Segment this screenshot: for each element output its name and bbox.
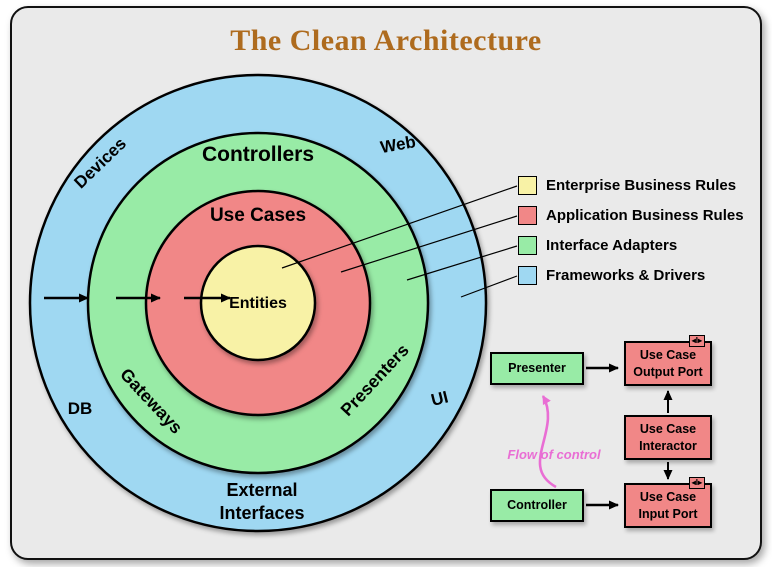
legend-connector-adapters	[406, 245, 518, 281]
flow-box-controller: Controller	[490, 489, 584, 522]
flow-box-input-line1: Use Case	[639, 490, 697, 505]
flow-box-presenter: Presenter	[490, 352, 584, 385]
interface-marker-icon: ◂I▸	[688, 335, 705, 347]
label-db: DB	[68, 399, 93, 418]
legend-label-frameworks: Frameworks & Drivers	[546, 267, 706, 284]
legend-item-enterprise: Enterprise Business Rules	[518, 176, 744, 195]
legend-swatch-enterprise-icon	[518, 176, 537, 195]
flow-box-output-line2: Output Port	[633, 364, 703, 379]
label-entities: Entities	[229, 295, 287, 312]
label-controllers: Controllers	[202, 143, 314, 166]
label-ui: UI	[429, 387, 450, 410]
flow-box-controller-label: Controller	[507, 498, 567, 513]
flow-box-output-line1: Use Case	[639, 348, 697, 363]
legend: Enterprise Business Rules Application Bu…	[518, 176, 744, 296]
circle-enterprise-business-rules	[199, 244, 317, 362]
legend-swatch-frameworks-icon	[518, 266, 537, 285]
flow-of-control-label: Flow of control	[507, 447, 601, 462]
legend-item-application: Application Business Rules	[518, 206, 744, 225]
legend-swatch-adapters-icon	[518, 236, 537, 255]
flow-box-presenter-label: Presenter	[508, 361, 566, 376]
legend-label-enterprise: Enterprise Business Rules	[546, 177, 737, 194]
legend-swatch-application-icon	[518, 206, 537, 225]
flow-box-interactor-line2: Interactor	[639, 438, 697, 453]
legend-connector-frameworks	[460, 275, 518, 298]
label-use-cases: Use Cases	[210, 205, 306, 226]
flow-box-use-case-input-port: ◂I▸ Use Case Input Port	[624, 477, 712, 528]
flow-box-input-line2: Input Port	[638, 506, 698, 521]
page-title: The Clean Architecture	[230, 24, 542, 57]
legend-item-adapters: Interface Adapters	[518, 236, 744, 255]
legend-connector-enterprise	[281, 185, 518, 269]
interface-marker-icon: ◂I▸	[688, 477, 705, 489]
label-external-interfaces-line1: External	[226, 480, 297, 500]
flow-of-control-arrow	[538, 395, 557, 489]
legend-label-application: Application Business Rules	[546, 207, 744, 224]
label-external-interfaces-line2: Interfaces	[219, 503, 304, 523]
legend-label-adapters: Interface Adapters	[546, 237, 678, 254]
legend-item-frameworks: Frameworks & Drivers	[518, 266, 744, 285]
flow-box-interactor-line1: Use Case	[639, 422, 697, 437]
legend-connector-application	[340, 215, 518, 273]
flow-box-use-case-output-port: ◂I▸ Use Case Output Port	[624, 335, 712, 386]
flow-box-use-case-interactor: Use Case Interactor	[624, 415, 712, 460]
